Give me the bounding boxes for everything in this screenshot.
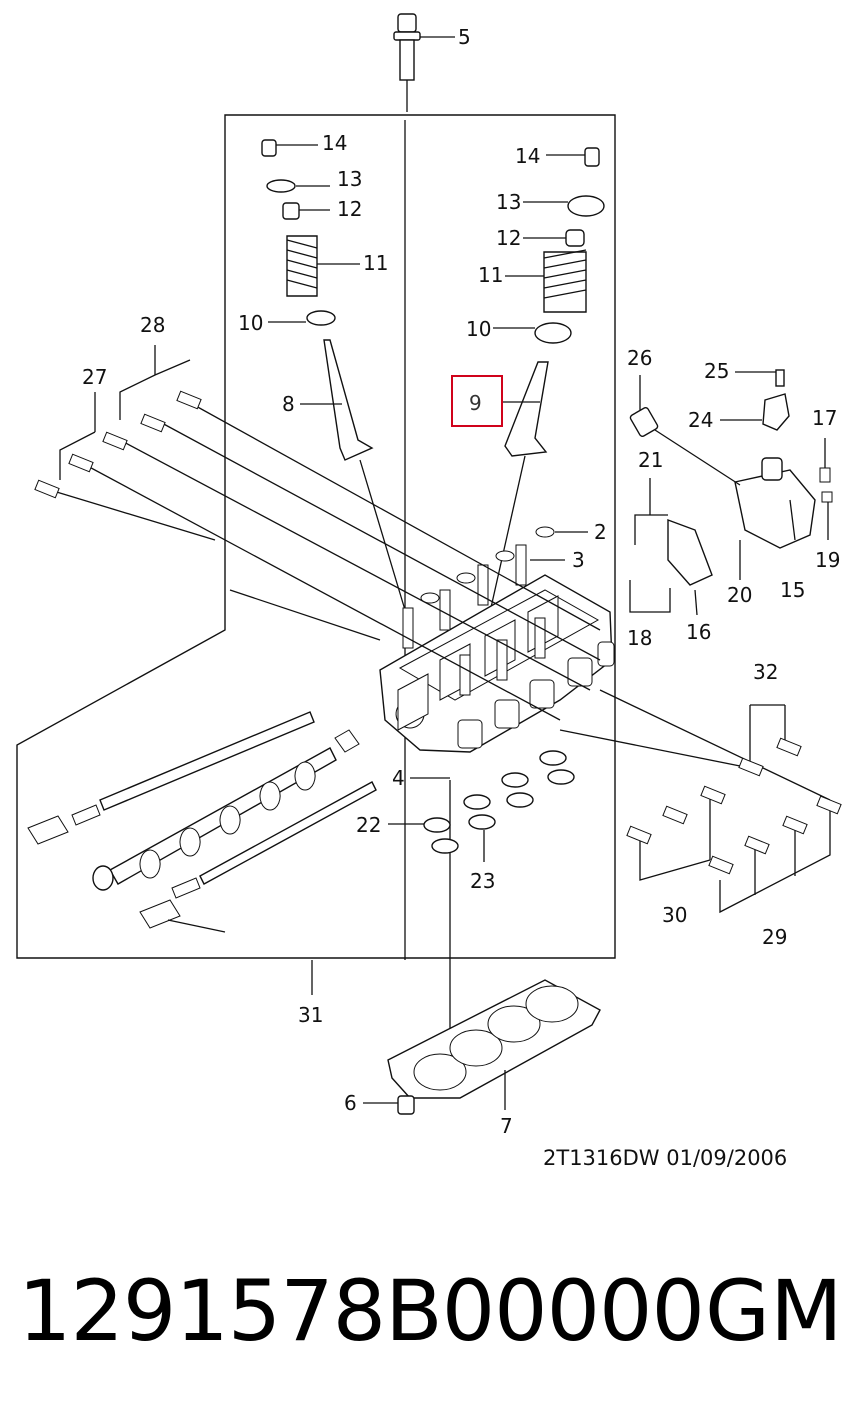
callout-31: 31 <box>298 1003 323 1027</box>
callout-6: 6 <box>344 1091 357 1115</box>
camshaft-section <box>27 711 377 933</box>
callout-4: 4 <box>392 766 405 790</box>
callout-10-left: 10 <box>238 311 263 335</box>
callout-7: 7 <box>500 1114 513 1138</box>
callout-30: 30 <box>662 903 687 927</box>
callout-25: 25 <box>704 359 729 383</box>
callout-20: 20 <box>727 583 752 607</box>
callout-2: 2 <box>594 520 607 544</box>
dowel-6 <box>363 1095 415 1115</box>
callout-19: 19 <box>815 548 840 572</box>
callout-11-right: 11 <box>478 263 503 287</box>
callout-13-left: 13 <box>337 167 362 191</box>
callout-14-right: 14 <box>515 144 540 168</box>
highlight-box-9 <box>451 375 503 427</box>
assembly-frame <box>16 114 616 959</box>
callout-14-left: 14 <box>322 131 347 155</box>
thermostat-housing <box>629 369 833 616</box>
callout-26: 26 <box>627 346 652 370</box>
callout-21: 21 <box>638 448 663 472</box>
callout-13-right: 13 <box>496 190 521 214</box>
callout-18: 18 <box>627 626 652 650</box>
stud-groups-right <box>559 689 842 914</box>
valve-assembly-right <box>489 147 605 613</box>
callout-32: 32 <box>753 660 778 684</box>
seal-rings <box>388 750 575 862</box>
part-number: 1291578B00000 <box>18 1262 705 1360</box>
drawing-code: 2T1316DW 01/09/2006 <box>543 1146 788 1170</box>
callout-12-right: 12 <box>496 226 521 250</box>
brand-name: GM <box>705 1262 843 1360</box>
callout-28: 28 <box>140 313 165 337</box>
callout-22: 22 <box>356 813 381 837</box>
callout-3: 3 <box>572 548 585 572</box>
callout-16: 16 <box>686 620 711 644</box>
callout-24: 24 <box>688 408 713 432</box>
callout-5: 5 <box>458 25 471 49</box>
callout-12-left: 12 <box>337 197 362 221</box>
callout-8: 8 <box>282 392 295 416</box>
bolt-5 <box>393 13 455 112</box>
callout-23: 23 <box>470 869 495 893</box>
callout-17: 17 <box>812 406 837 430</box>
head-gasket <box>387 979 601 1110</box>
callout-27: 27 <box>82 365 107 389</box>
callout-9: 9 <box>469 391 482 415</box>
valve-assembly-left <box>261 139 406 611</box>
callout-15: 15 <box>780 578 805 602</box>
exploded-parts-diagram: 5 14 13 12 11 10 8 14 13 12 11 10 9 28 2… <box>16 13 842 1138</box>
callout-10-right: 10 <box>466 317 491 341</box>
cylinder-head <box>379 526 615 753</box>
callout-29: 29 <box>762 925 787 949</box>
callout-11-left: 11 <box>363 251 388 275</box>
stud-groups-left <box>34 345 601 721</box>
